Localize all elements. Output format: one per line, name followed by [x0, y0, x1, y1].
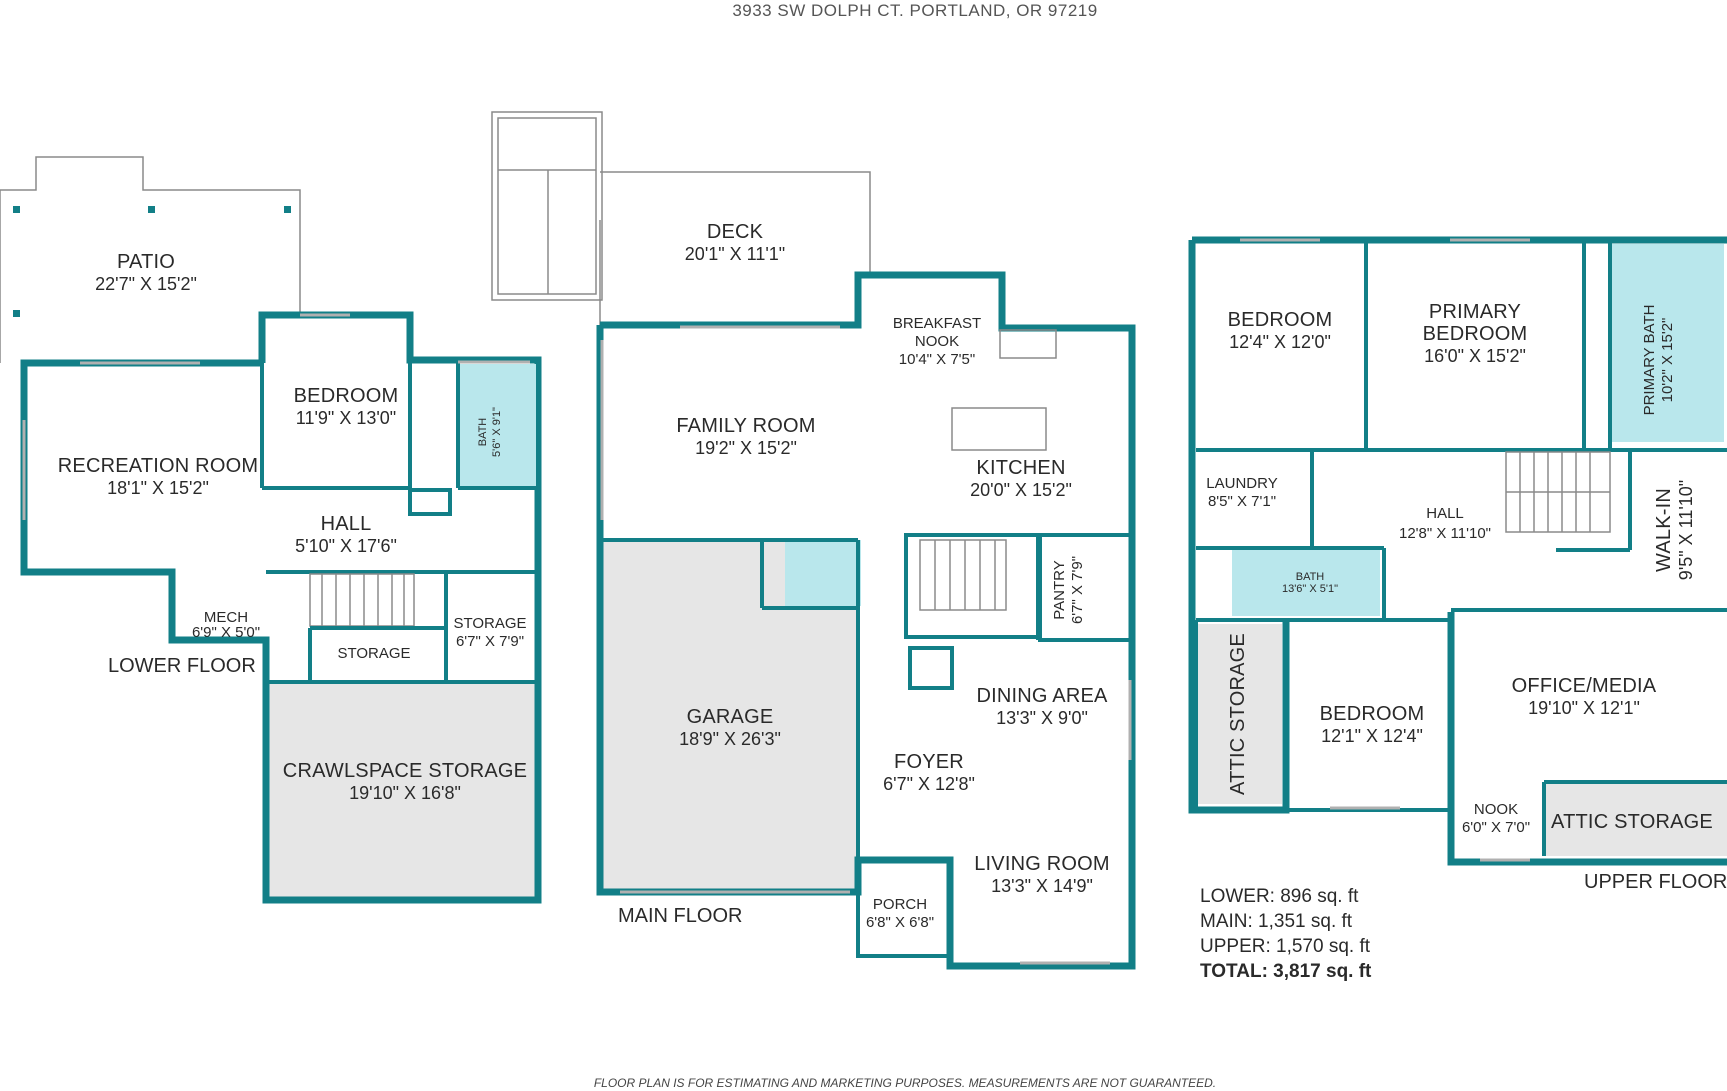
pantry-name: PANTRY [1051, 560, 1068, 619]
upper-bath-name: BATH [1296, 571, 1325, 583]
upper-floor: BEDROOM 12'4" X 12'0" PRIMARY BEDROOM 16… [1188, 236, 1727, 893]
upper-hall-dim: 12'8" X 11'10" [1399, 525, 1491, 542]
patio-dim: 22'7" X 15'2" [95, 274, 197, 294]
patio-post [148, 206, 155, 213]
kitchen-name: KITCHEN [976, 457, 1065, 479]
family-room-name: FAMILY ROOM [676, 415, 815, 437]
address-header: 3933 SW DOLPH CT. PORTLAND, OR 97219 [732, 1, 1097, 20]
breakfast-nook-name1: BREAKFAST [893, 315, 981, 332]
attic-storage2-name: ATTIC STORAGE [1551, 811, 1713, 833]
recreation-room-name: RECREATION ROOM [58, 455, 258, 477]
breakfast-nook-dim: 10'4" X 7'5" [899, 351, 975, 368]
upper-nook-dim: 6'0" X 7'0" [1462, 819, 1530, 836]
foyer-name: FOYER [894, 751, 964, 773]
disclaimer-footer: FLOOR PLAN IS FOR ESTIMATING AND MARKETI… [594, 1076, 1216, 1090]
garage-name: GARAGE [687, 706, 774, 728]
crawlspace-dim: 19'10" X 16'8" [349, 783, 461, 803]
total-all: TOTAL: 3,817 sq. ft [1200, 961, 1372, 982]
recreation-room-dim: 18'1" X 15'2" [107, 478, 209, 498]
attic-storage1-name: ATTIC STORAGE [1227, 633, 1249, 795]
laundry-dim: 8'5" X 7'1" [1208, 493, 1276, 510]
lower-floor: PATIO 22'7" X 15'2" RECREATION ROOM 18'1… [0, 156, 542, 904]
lower-hall-name: HALL [321, 513, 372, 535]
total-main: MAIN: 1,351 sq. ft [1200, 911, 1353, 932]
pantry-dim: 6'7" X 7'9" [1069, 556, 1086, 624]
walkin-name: WALK-IN [1653, 488, 1675, 572]
lower-floor-label: LOWER FLOOR [108, 655, 256, 677]
walkin-dim: 9'5" X 11'10" [1676, 480, 1696, 580]
lower-bath-name: BATH [477, 418, 489, 447]
family-room-dim: 19'2" X 15'2" [695, 438, 797, 458]
primary-bedroom-name1: PRIMARY [1429, 301, 1521, 323]
lower-bath-dim: 5'6" X 9'1" [491, 407, 503, 457]
laundry-name: LAUNDRY [1206, 475, 1277, 492]
mech-name: MECH [204, 609, 248, 626]
upper-bedroom1-name: BEDROOM [1228, 309, 1333, 331]
deck-dim: 20'1" X 11'1" [685, 244, 785, 264]
primary-bedroom-name2: BEDROOM [1423, 323, 1528, 345]
kitchen-dim: 20'0" X 15'2" [970, 480, 1072, 500]
mech-dim: 6'9" X 5'0" [192, 624, 260, 641]
total-upper: UPPER: 1,570 sq. ft [1200, 936, 1371, 957]
breakfast-nook-name2: NOOK [915, 333, 959, 350]
crawlspace-name: CRAWLSPACE STORAGE [283, 760, 527, 782]
upper-hall-name: HALL [1426, 505, 1464, 522]
primary-bath-name: PRIMARY BATH [1641, 305, 1658, 416]
deck-name: DECK [707, 221, 764, 243]
upper-bedroom2-dim: 12'1" X 12'4" [1321, 726, 1423, 746]
office-media-name: OFFICE/MEDIA [1512, 675, 1657, 697]
lower-bedroom-dim: 11'9" X 13'0" [296, 408, 396, 428]
upper-floor-label: UPPER FLOOR [1584, 871, 1727, 893]
porch-name: PORCH [873, 896, 927, 913]
office-media-dim: 19'10" X 12'1" [1528, 698, 1640, 718]
porch-dim: 6'8" X 6'8" [866, 914, 934, 931]
foyer-dim: 6'7" X 12'8" [883, 774, 975, 794]
dining-area-name: DINING AREA [976, 685, 1108, 707]
patio-name: PATIO [117, 251, 175, 273]
dining-area-dim: 13'3" X 9'0" [996, 708, 1088, 728]
lower-bedroom-name: BEDROOM [294, 385, 399, 407]
main-floor-label: MAIN FLOOR [618, 905, 742, 927]
upper-bedroom1-dim: 12'4" X 12'0" [1229, 332, 1331, 352]
lower-storage-name: STORAGE [337, 645, 410, 662]
living-room-name: LIVING ROOM [974, 853, 1110, 875]
primary-bedroom-dim: 16'0" X 15'2" [1424, 346, 1526, 366]
main-floor: DECK 20'1" X 11'1" BREAKFAST NOOK 10'4" … [491, 111, 1136, 970]
patio-post [13, 310, 20, 317]
primary-bath-dim: 10'2" X 15'2" [1659, 318, 1676, 403]
patio-post [284, 206, 291, 213]
lower-hall-dim: 5'10" X 17'6" [295, 536, 397, 556]
area-totals: LOWER: 896 sq. ft MAIN: 1,351 sq. ft UPP… [1200, 886, 1372, 982]
upper-nook-name: NOOK [1474, 801, 1518, 818]
living-room-dim: 13'3" X 14'9" [991, 876, 1093, 896]
upper-bath-dim: 13'6" X 5'1" [1282, 583, 1338, 595]
lower-storage2-dim: 6'7" X 7'9" [456, 633, 524, 650]
garage-dim: 18'9" X 26'3" [679, 729, 781, 749]
lower-storage2-name: STORAGE [453, 615, 526, 632]
upper-bedroom2-name: BEDROOM [1320, 703, 1425, 725]
patio-post [13, 206, 20, 213]
total-lower: LOWER: 896 sq. ft [1200, 886, 1359, 907]
